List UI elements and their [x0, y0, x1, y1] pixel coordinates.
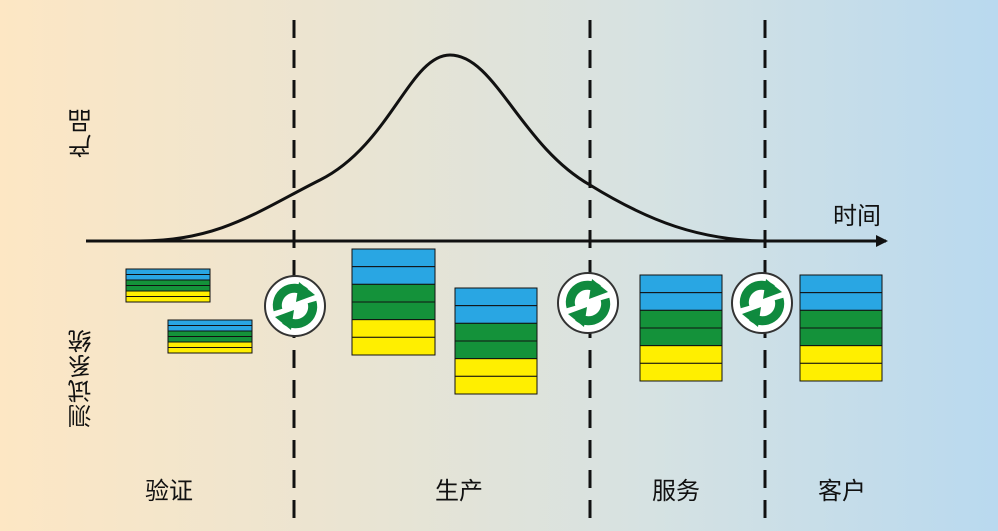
stack-layer-yellow: [454, 375, 538, 395]
stack-layer-green: [125, 285, 211, 292]
test-system-stack: [351, 248, 436, 356]
stack-layer-yellow: [639, 362, 723, 382]
stack-layer-green: [167, 330, 253, 337]
stack-layer-yellow: [167, 347, 253, 354]
stack-layer-blue: [799, 274, 883, 294]
stack-layer-green: [454, 340, 538, 360]
stack-layer-blue: [125, 268, 211, 275]
recycle-icon: [264, 275, 326, 337]
phase-label-customer: 客户: [818, 477, 866, 505]
stack-layer-blue: [454, 305, 538, 324]
stack-layer-yellow: [125, 296, 211, 303]
product-volume-curve: [139, 53, 766, 243]
test-system-stack: [799, 274, 883, 382]
x-label-time: 时间: [833, 202, 881, 230]
stack-layer-yellow: [351, 336, 436, 356]
stack-layer-green: [454, 322, 538, 342]
stack-layer-yellow: [799, 362, 883, 382]
test-system-stack: [125, 268, 211, 303]
test-system-stack: [167, 319, 253, 354]
stack-layer-green: [639, 309, 723, 329]
stack-layer-blue: [639, 292, 723, 311]
stack-layer-blue: [639, 274, 723, 294]
stack-layer-green: [351, 301, 436, 321]
recycle-icons: [264, 272, 793, 337]
stack-layer-yellow: [167, 341, 253, 348]
stack-layer-green: [799, 309, 883, 329]
test-system-stacks: [125, 248, 883, 395]
phase-label-validation: 验证: [145, 477, 193, 505]
stack-layer-green: [351, 283, 436, 303]
recycle-icon: [557, 272, 619, 334]
phase-label-service: 服务: [652, 477, 700, 505]
stack-layer-blue: [125, 274, 211, 281]
stack-layer-green: [167, 336, 253, 343]
stack-layer-yellow: [799, 345, 883, 364]
stack-layer-yellow: [639, 345, 723, 364]
stack-layer-blue: [351, 248, 436, 268]
test-system-stack: [639, 274, 723, 382]
stack-layer-green: [125, 279, 211, 286]
phase-label-production: 生产: [435, 477, 483, 505]
stack-layer-blue: [799, 292, 883, 311]
stack-layer-blue: [167, 319, 253, 326]
test-system-stack: [454, 287, 538, 395]
y-label-product: 产品: [68, 108, 96, 158]
stack-layer-blue: [351, 266, 436, 285]
y-label-test-system: 测试系统: [68, 328, 96, 428]
stack-layer-blue: [454, 287, 538, 307]
stack-layer-yellow: [125, 290, 211, 297]
stack-layer-blue: [167, 325, 253, 332]
stack-layer-green: [799, 327, 883, 347]
stack-layer-yellow: [351, 319, 436, 338]
stack-layer-yellow: [454, 358, 538, 377]
stack-layer-green: [639, 327, 723, 347]
recycle-icon: [731, 272, 793, 334]
